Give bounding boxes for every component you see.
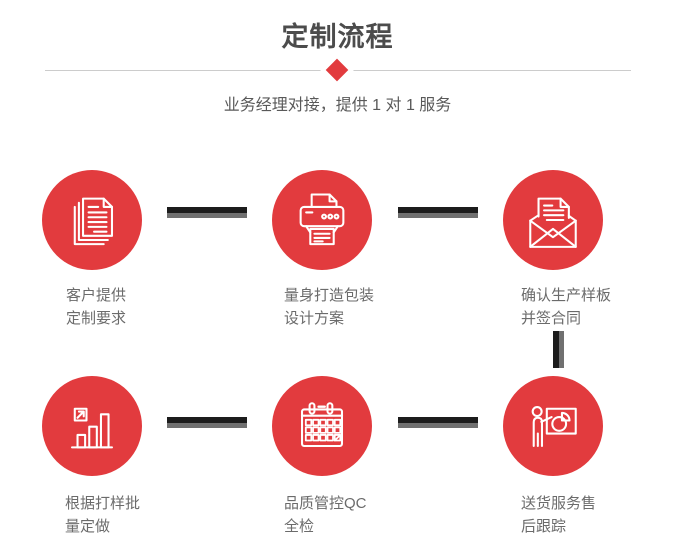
step-label-3: 确认生产样板 并签合同 xyxy=(521,284,611,330)
envelope-icon xyxy=(529,197,577,248)
page-title: 定制流程 xyxy=(281,22,394,52)
step-label-5-line2: 全检 xyxy=(284,518,315,535)
step-label-1: 客户提供 定制要求 xyxy=(66,284,126,330)
step-label-3-line1: 确认生产样板 xyxy=(521,287,612,304)
step-circle-5 xyxy=(272,376,372,476)
step-circle-2 xyxy=(272,170,372,270)
step-label-6-line1: 送货服务售 xyxy=(521,495,597,512)
step-label-4-line2: 量定做 xyxy=(65,518,111,535)
step-circle-4 xyxy=(42,376,142,476)
step-circle-1 xyxy=(42,170,142,270)
diamond-accent-icon xyxy=(325,58,349,82)
bar-chart-icon xyxy=(70,407,114,449)
step-label-3-line2: 并签合同 xyxy=(521,310,582,327)
step-circle-6 xyxy=(503,376,603,476)
step-label-6: 送货服务售 后跟踪 xyxy=(521,492,596,538)
step-label-4-line1: 根据打样批 xyxy=(65,495,141,512)
step-label-1-line1: 客户提供 xyxy=(66,287,127,304)
printer-icon xyxy=(299,193,345,246)
step-label-2-line1: 量身打造包装 xyxy=(284,287,375,304)
step-label-5: 品质管控QC 全检 xyxy=(284,492,367,538)
page-subtitle: 业务经理对接，提供 1 对 1 服务 xyxy=(223,97,452,114)
step-label-2: 量身打造包装 设计方案 xyxy=(284,284,374,330)
connector-step4-step5 xyxy=(167,417,247,428)
step-label-1-line2: 定制要求 xyxy=(66,310,127,327)
step-label-5-line1: 品质管控QC xyxy=(284,495,367,512)
step-label-4: 根据打样批 量定做 xyxy=(65,492,140,538)
presentation-icon xyxy=(531,406,577,448)
connector-step2-step3 xyxy=(398,207,478,218)
connector-step1-step2 xyxy=(167,207,247,218)
step-label-6-line2: 后跟踪 xyxy=(521,518,567,535)
connector-step5-step6 xyxy=(398,417,478,428)
connector-step3-step6 xyxy=(553,331,564,368)
calendar-icon xyxy=(300,402,344,448)
step-label-2-line2: 设计方案 xyxy=(284,310,345,327)
step-circle-3 xyxy=(503,170,603,270)
documents-icon xyxy=(73,197,114,246)
